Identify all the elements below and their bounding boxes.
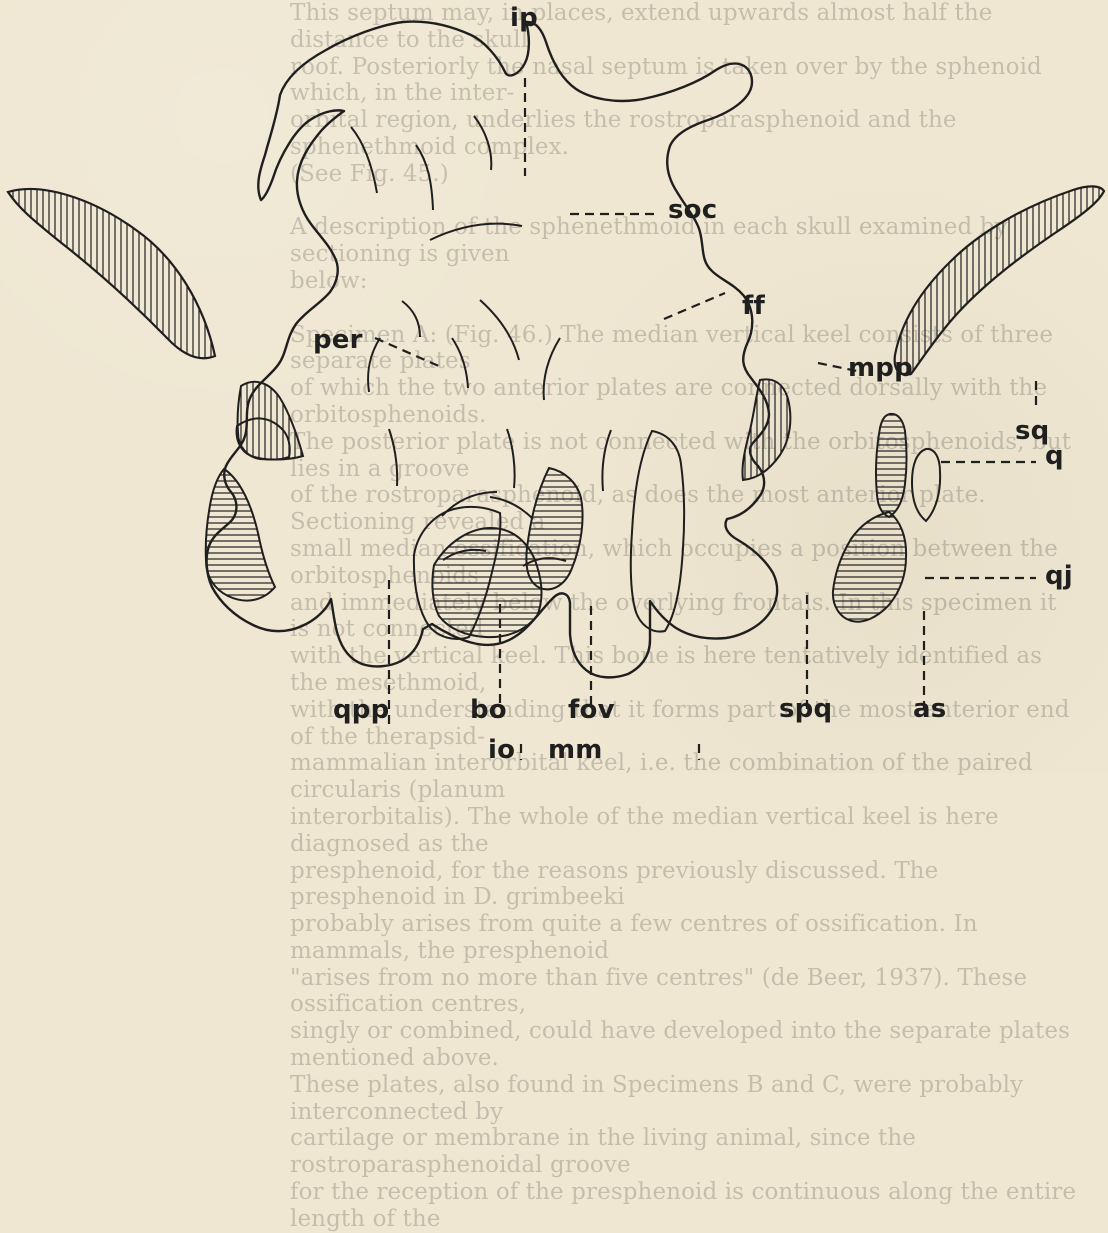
left-hatched-process	[8, 189, 215, 358]
right-lower-hatched-mass	[833, 512, 906, 622]
left-lower-hatched-mass	[206, 469, 275, 601]
label-q: q	[1045, 443, 1064, 469]
label-io: io	[488, 737, 515, 763]
label-bo: bo	[470, 697, 507, 723]
label-fov: fov	[568, 697, 615, 723]
label-mpp: mpp	[848, 355, 913, 381]
anatomical-skull-diagram	[0, 0, 1108, 773]
label-ip: ip	[510, 5, 538, 31]
right-vertical-outline-loop	[912, 449, 940, 521]
label-qpp: qpp	[333, 697, 389, 723]
label-spq: spq	[779, 696, 832, 722]
right-hatched-process	[895, 186, 1104, 374]
ff-indicator-line	[664, 293, 725, 319]
label-soc: soc	[668, 197, 717, 223]
label-ff: ff	[742, 293, 765, 319]
right-lateral-hatched-mass	[742, 379, 790, 480]
per-indicator-line	[375, 338, 441, 367]
indicator-lines	[375, 78, 1036, 760]
right-tall-outline-block	[631, 431, 684, 632]
label-per: per	[313, 327, 363, 353]
left-central-hatched-mass	[432, 528, 541, 637]
right-central-hatched-mass	[526, 468, 582, 589]
label-qj: qj	[1045, 563, 1073, 589]
right-vertical-hatched-column	[876, 414, 907, 517]
label-as: as	[913, 696, 946, 722]
label-mm: mm	[548, 737, 603, 763]
